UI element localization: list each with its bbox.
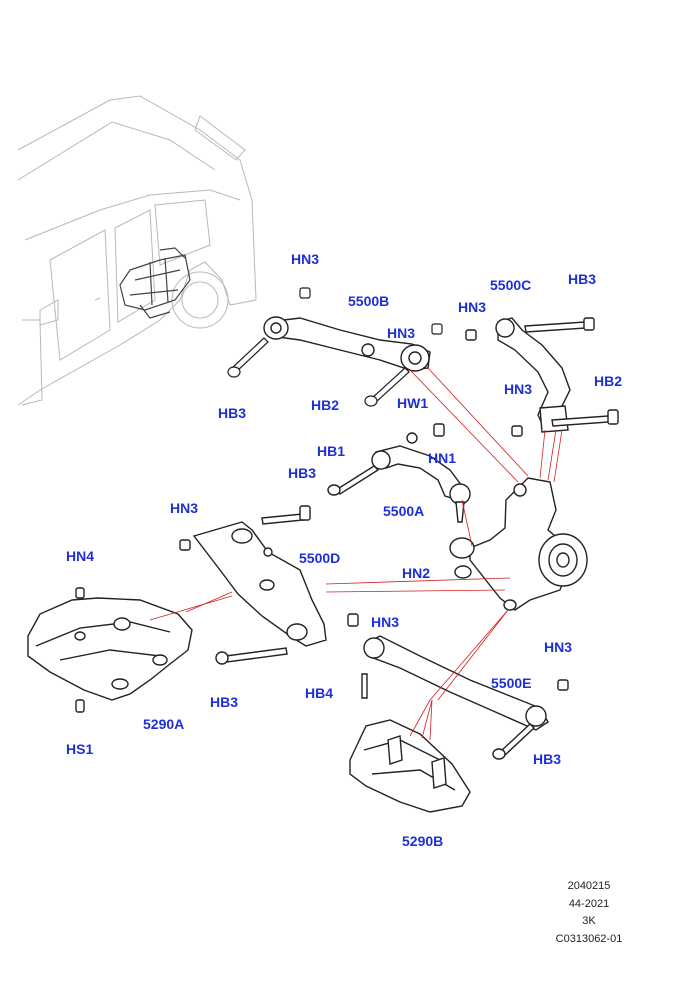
callout-hn3: HN3: [387, 325, 416, 341]
callout-hb4: HB4: [305, 685, 334, 701]
callout-hb3: HB3: [533, 751, 562, 767]
callout-hn3: HN3: [458, 299, 487, 315]
footer-line-4: C0313062-01: [555, 933, 623, 945]
lower-link-5500E: [361, 635, 569, 760]
callout-hn3: HN3: [371, 614, 400, 630]
upper-link-5500C: [465, 317, 619, 437]
callout-hn3: HN3: [170, 500, 199, 516]
callout-hb1: HB1: [317, 443, 346, 459]
callout-hs1: HS1: [66, 741, 94, 757]
callout-hn3: HN3: [504, 381, 533, 397]
lower-arm-5500D: [179, 505, 359, 665]
hardware-5500B: [227, 287, 443, 407]
callout-hn1: HN1: [428, 450, 457, 466]
shield-5290B: [349, 719, 471, 813]
callout-5500b: 5500B: [348, 293, 390, 309]
callout-hn2: HN2: [402, 565, 431, 581]
footer-line-2: 44-2021: [568, 898, 610, 910]
callout-hn3: HN3: [291, 251, 320, 267]
upper-arm-5500A: [327, 423, 471, 523]
callout-hn3: HN3: [544, 639, 573, 655]
callout-hb3: HB3: [210, 694, 239, 710]
callout-5290a: 5290A: [143, 716, 185, 732]
callout-hb2: HB2: [594, 373, 623, 389]
callout-5500e: 5500E: [491, 675, 532, 691]
callout-5500a: 5500A: [383, 503, 425, 519]
callout-5500d: 5500D: [299, 550, 341, 566]
callout-hb2: HB2: [311, 397, 340, 413]
leader-lines: [149, 367, 563, 741]
callout-hw1: HW1: [397, 395, 429, 411]
callout-hb3: HB3: [218, 405, 247, 421]
callout-hb3: HB3: [288, 465, 317, 481]
upper-arm-5500B: [263, 316, 431, 372]
vehicle-suspension-sketch: [119, 247, 191, 319]
footer-line-1: 2040215: [567, 880, 611, 892]
callout-hn4: HN4: [66, 548, 95, 564]
callout-5500c: 5500C: [490, 277, 532, 293]
vehicle-outline: [17, 95, 257, 406]
footer-line-3: 3K: [582, 915, 596, 927]
callout-5290b: 5290B: [402, 833, 444, 849]
callout-hb3: HB3: [568, 271, 597, 287]
knuckle-hub: [449, 477, 588, 611]
shield-5290A: [27, 587, 193, 713]
